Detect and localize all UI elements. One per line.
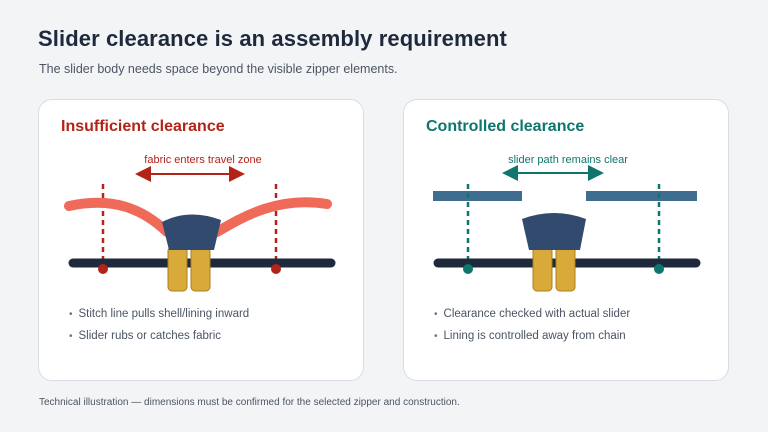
page-subtitle: The slider body needs space beyond the v… (39, 62, 398, 76)
controlled-clearance-title: Controlled clearance (426, 118, 585, 135)
slider-pull-left (167, 246, 188, 292)
controlled-arrow-label: slider path remains clear (508, 154, 628, 166)
left-stitch-dot (98, 264, 108, 274)
right-stitch-dot (271, 264, 281, 274)
fabric-right (586, 191, 697, 201)
fabric-right (212, 197, 332, 237)
fabric-left (433, 191, 522, 201)
left-stitch-dot (463, 264, 473, 274)
slider-pull-right (190, 246, 211, 292)
footnote: Technical illustration — dimensions must… (39, 397, 460, 408)
controlled-clearance-diagram: slider path remains clear (433, 154, 701, 292)
slider-pull-left (532, 246, 553, 292)
fabric-left (64, 197, 172, 237)
insufficient-clearance-card: Insufficient clearance fabric enters tra… (38, 99, 364, 381)
list-item: •Stitch line pulls shell/lining inward (69, 308, 250, 320)
slider-pull-right (555, 246, 576, 292)
slider-body (162, 214, 221, 250)
right-stitch-dot (654, 264, 664, 274)
insufficient-clearance-diagram: fabric enters travel zone (64, 154, 336, 292)
insufficient-bullets: •Stitch line pulls shell/lining inward •… (69, 308, 249, 352)
insufficient-clearance-title: Insufficient clearance (61, 118, 225, 135)
page-title: Slider clearance is an assembly requirem… (38, 26, 507, 51)
list-item: •Lining is controlled away from chain (434, 330, 626, 342)
list-item: •Clearance checked with actual slider (434, 308, 631, 320)
controlled-clearance-card: Controlled clearance slider path remains… (403, 99, 729, 381)
slider-body (522, 213, 586, 250)
controlled-bullets: •Clearance checked with actual slider •L… (434, 308, 630, 352)
list-item: •Slider rubs or catches fabric (69, 330, 222, 342)
insufficient-arrow-label: fabric enters travel zone (144, 154, 261, 166)
